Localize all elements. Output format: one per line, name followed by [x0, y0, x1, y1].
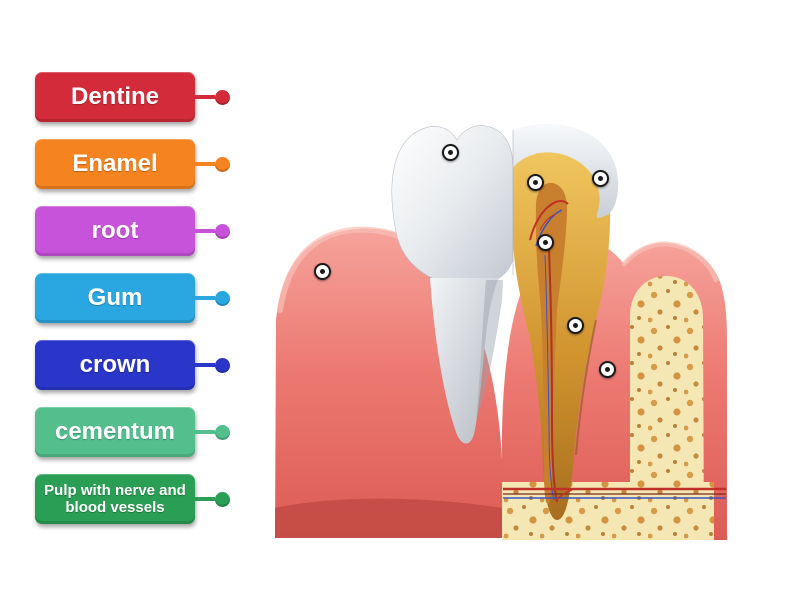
connector-line: [195, 162, 215, 166]
label-cementum[interactable]: cementum: [35, 407, 195, 457]
connector-dot-enamel[interactable]: [215, 156, 230, 172]
connector-line: [195, 95, 215, 99]
connector-line: [195, 229, 215, 233]
answer-pin-6[interactable]: [566, 316, 584, 334]
answer-pin-7[interactable]: [598, 360, 616, 378]
connector-dot-pulp[interactable]: [215, 491, 230, 507]
answer-pin-2[interactable]: [526, 173, 544, 191]
label-enamel[interactable]: Enamel: [35, 139, 195, 189]
label-dentine[interactable]: Dentine: [35, 72, 195, 122]
connector-line: [195, 296, 215, 300]
label-root[interactable]: root: [35, 206, 195, 256]
connector-dot-gum[interactable]: [215, 290, 230, 306]
label-row-crown: crown: [35, 340, 230, 390]
answer-pin-3[interactable]: [591, 169, 609, 187]
answer-pin-1[interactable]: [441, 143, 459, 161]
label-row-dentine: Dentine: [35, 72, 230, 122]
labels-column: Dentine Enamel root Gum crown cementum P…: [35, 72, 230, 524]
label-pulp[interactable]: Pulp with nerve and blood vessels: [35, 474, 195, 524]
label-row-pulp: Pulp with nerve and blood vessels: [35, 474, 230, 524]
label-row-gum: Gum: [35, 273, 230, 323]
connector-dot-crown[interactable]: [215, 357, 230, 373]
connector-dot-cementum[interactable]: [215, 424, 230, 440]
label-row-enamel: Enamel: [35, 139, 230, 189]
label-row-root: root: [35, 206, 230, 256]
answer-pin-4[interactable]: [313, 262, 331, 280]
connector-line: [195, 363, 215, 367]
answer-pin-5[interactable]: [536, 233, 554, 251]
connector-dot-root[interactable]: [215, 223, 230, 239]
connector-line: [195, 430, 215, 434]
connector-line: [195, 497, 215, 501]
label-gum[interactable]: Gum: [35, 273, 195, 323]
label-crown[interactable]: crown: [35, 340, 195, 390]
label-row-cementum: cementum: [35, 407, 230, 457]
connector-dot-dentine[interactable]: [215, 89, 230, 105]
